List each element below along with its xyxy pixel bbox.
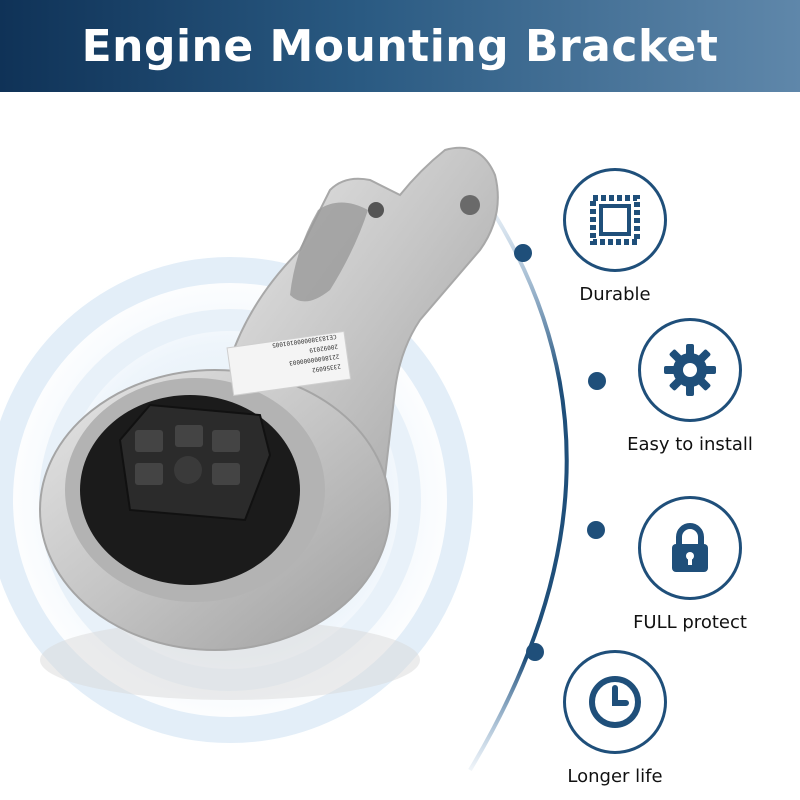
feature-label: Easy to install	[627, 434, 753, 455]
arc-dot	[526, 643, 544, 661]
feature-arc	[468, 213, 606, 772]
feature-icon-circle	[563, 650, 667, 754]
feature-longer-life: Longer life	[495, 650, 735, 787]
gear-icon	[664, 344, 716, 396]
sticker-line: 23356092	[311, 362, 341, 373]
feature-label: Durable	[579, 284, 651, 305]
stamp-frame-icon	[590, 195, 640, 245]
feature-full-protect: FULL protect	[570, 496, 800, 633]
engine-mount-bracket: 23356092 22186000000003 20092019 CE18338…	[39, 146, 499, 700]
sticker-line: 20092019	[308, 342, 338, 353]
arc-dot	[514, 244, 532, 262]
clock-icon	[589, 676, 641, 728]
page-title: Engine Mounting Bracket	[81, 20, 719, 72]
feature-durable: Durable	[495, 168, 735, 305]
lock-icon	[672, 523, 708, 572]
title-banner: Engine Mounting Bracket	[0, 0, 800, 92]
feature-easy-install: Easy to install	[570, 318, 800, 455]
arc-dot	[587, 521, 605, 539]
feature-icon-circle	[638, 496, 742, 600]
arc-dot	[588, 372, 606, 390]
feature-label: FULL protect	[633, 612, 747, 633]
part-sticker: 23356092 22186000000003 20092019 CE18338…	[226, 330, 352, 396]
feature-label: Longer life	[567, 766, 663, 787]
feature-icon-circle	[638, 318, 742, 422]
feature-icon-circle	[563, 168, 667, 272]
